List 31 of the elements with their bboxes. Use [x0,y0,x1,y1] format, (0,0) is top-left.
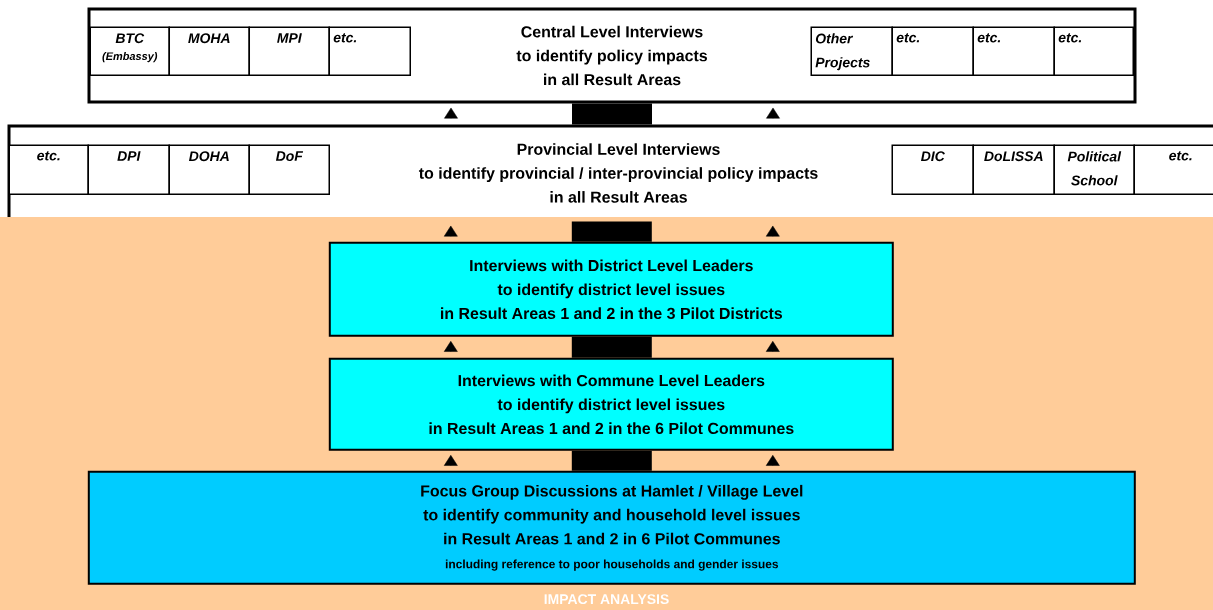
connector-bar [571,450,652,471]
table-cell: DOHA [168,144,250,195]
interview-box: Interviews with Commune Level Leaders to identify district level issues in Result Areas 1 and 2 in the 6 Pilot Communes [328,357,894,451]
arrow [443,341,458,352]
table-cell: DoLISSA [972,144,1055,195]
arrow [765,455,780,466]
arrow [765,341,780,352]
connector-bar [572,103,652,125]
interview-box: Interviews with District Level Leaders to identify district level issues in Result Areas 1 and 2 in the 3 Pilot Districts [328,241,894,337]
table-cell: etc. [972,26,1055,76]
arrow [444,107,458,119]
arrow [765,225,780,237]
table-cell: Political School [1053,144,1135,195]
table-cell: MOHA [168,26,250,76]
table-cell: DoF [248,144,330,195]
table-cell: DPI [87,144,170,195]
table-cell: Other Projects [810,26,893,76]
connector-bar [571,336,652,358]
arrow [766,107,780,119]
table-cell: etc. [8,144,89,195]
discussion-box: Focus Group Discussions at Hamlet / Village Level to identify community and household level issues in Result Areas 1 and 2 in 6 Pilot Communes including reference to poor households and gender issues [87,470,1136,585]
table-cell: DIC [891,144,974,195]
table-cell: etc. [328,26,411,76]
table-cell: etc. [891,26,974,76]
arrow [443,225,458,237]
table-cell: etc. [1133,144,1213,195]
connector-bar [571,221,652,242]
table-cell: etc. [1053,26,1134,76]
table-cell: MPI [248,26,330,76]
table-cell: BTC (Embassy) [89,26,170,76]
arrow [443,455,458,466]
